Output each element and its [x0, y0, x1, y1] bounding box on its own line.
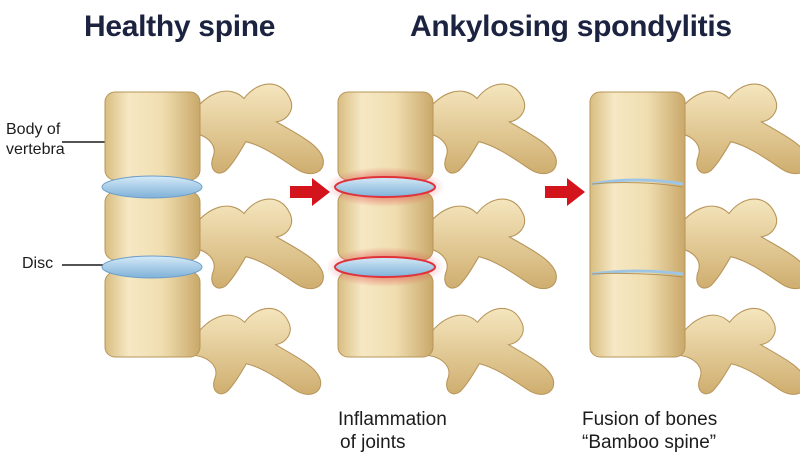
fused-joint-lower	[591, 269, 684, 276]
title-ankylosing-spondylitis: Ankylosing spondylitis	[410, 10, 732, 43]
title-healthy-spine: Healthy spine	[84, 10, 276, 43]
caption-fusion: Fusion of bones “Bamboo spine”	[582, 409, 718, 453]
disc-lower	[101, 255, 203, 279]
caption-inflammation: Inflammation of joints	[338, 409, 447, 453]
right-arrow-icon	[290, 178, 330, 206]
fused-spine-illustration	[589, 83, 800, 395]
label-body-of-vertebra: Body of vertebra	[6, 121, 65, 158]
inflamed-spine-illustration	[328, 83, 557, 395]
inflamed-disc-lower	[334, 256, 436, 278]
disc-upper	[101, 175, 203, 199]
fused-joint-upper	[591, 178, 684, 186]
healthy-spine-illustration	[101, 83, 324, 395]
label-disc: Disc	[22, 255, 54, 272]
right-arrow-icon	[545, 178, 585, 206]
inflamed-disc-upper	[334, 176, 436, 198]
